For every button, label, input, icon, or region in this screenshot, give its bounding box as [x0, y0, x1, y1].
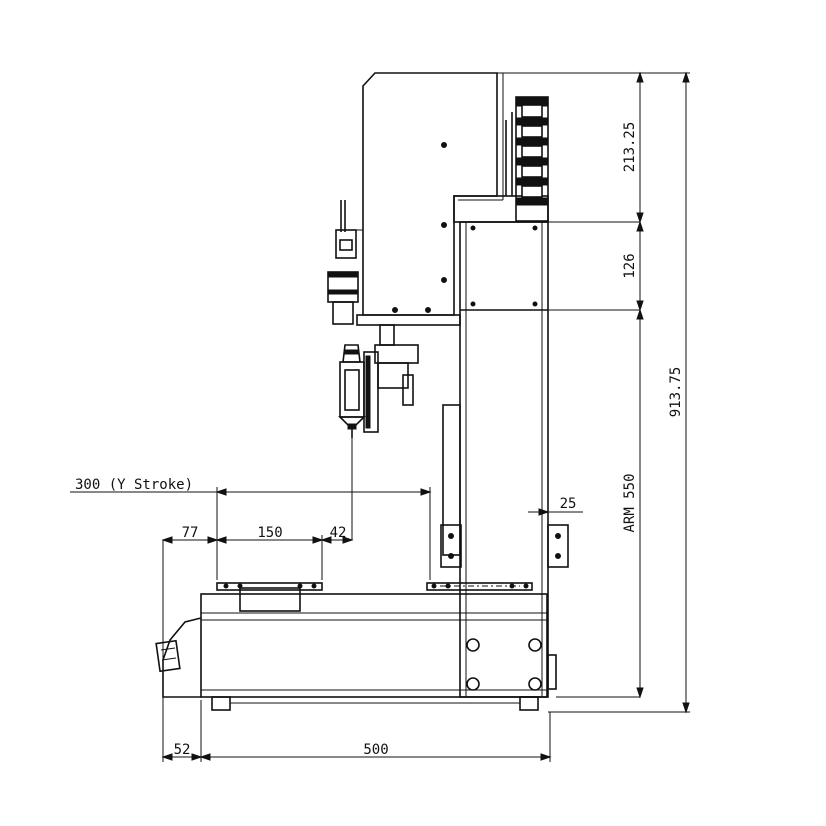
rear-bracket-clamp	[547, 524, 569, 568]
z-head-housing	[362, 72, 498, 316]
dim-height-mid: 126	[622, 253, 638, 278]
foot-right	[519, 696, 539, 711]
dim-y-stroke: 300 (Y Stroke)	[75, 477, 193, 493]
table-fixture	[239, 587, 301, 612]
front-bracket	[442, 404, 461, 556]
dispenser-syringe	[338, 324, 419, 438]
dim-height-top: 213.25	[622, 122, 638, 173]
front-bracket-clamp	[440, 524, 462, 568]
vertical-column	[459, 221, 549, 698]
rear-connector	[547, 654, 557, 690]
dim-42: 42	[330, 525, 347, 541]
head-slider	[356, 314, 461, 326]
dim-arm: ARM 550	[622, 473, 638, 532]
dim-total-height: 913.75	[668, 367, 684, 418]
machine-outline	[155, 72, 569, 711]
control-knob	[155, 639, 181, 673]
dim-500: 500	[363, 742, 388, 758]
sensor-unit	[327, 200, 363, 325]
front-control-box	[162, 617, 202, 698]
dim-25: 25	[560, 496, 577, 512]
dimension-lines	[70, 71, 690, 762]
fixture-plate-right	[426, 582, 533, 591]
foot-left	[211, 696, 231, 711]
dim-77: 77	[182, 525, 199, 541]
cable-chain	[505, 96, 549, 222]
base-table	[200, 593, 548, 698]
dim-52: 52	[174, 742, 191, 758]
dim-150: 150	[257, 525, 282, 541]
fixture-plate-left	[216, 582, 323, 591]
